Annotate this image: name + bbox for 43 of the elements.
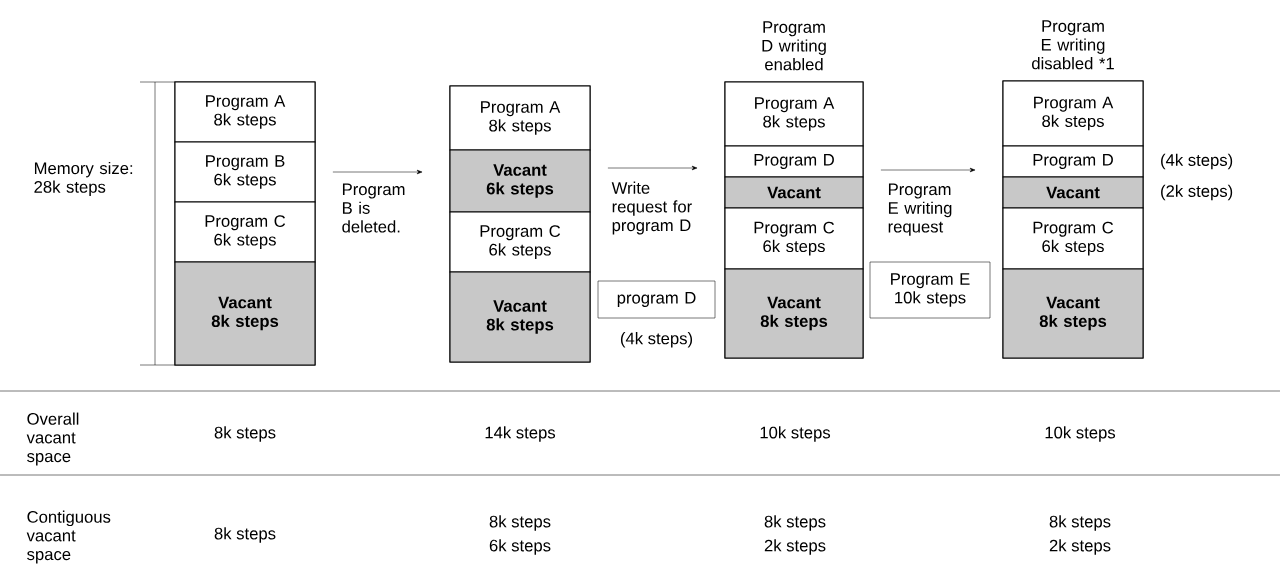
table-value: 8k steps (214, 527, 276, 543)
node-label: Program E writing disabled *1 (1032, 20, 1114, 70)
vacant-segment: Vacant 8k steps (174, 261, 316, 366)
edge-label: Write request for program D (611, 181, 692, 235)
edge-label: Program E writing request (888, 183, 952, 236)
program-segment: Program C 6k steps (449, 211, 591, 273)
table-value: 8k steps (764, 515, 826, 531)
vacant-segment: Vacant (724, 176, 864, 209)
request-box: program D (4k steps) (597, 280, 716, 348)
table-value: 8k steps (214, 426, 276, 442)
table-value: 8k steps (489, 515, 551, 531)
vacant-segment: Vacant 8k steps (1002, 268, 1144, 359)
table-value: 8k steps (1049, 515, 1111, 531)
program-segment: Program C 6k steps (1002, 207, 1144, 270)
edge-label: Program B is deleted. (342, 183, 405, 233)
table-value: 6k steps (489, 539, 551, 555)
table-value: 2k steps (1049, 539, 1111, 555)
node-label: (4k steps) (1161, 153, 1233, 170)
table-value: 2k steps (764, 539, 826, 555)
row-heading: Overall vacant space (26, 412, 79, 466)
vacant-segment: Vacant 8k steps (449, 271, 591, 363)
node-label: (2k steps) (1161, 184, 1233, 201)
arrow (332, 169, 423, 175)
node-label: (4k steps) (620, 332, 693, 348)
arrow (607, 165, 698, 171)
node-label: Program D writing enabled (762, 21, 826, 71)
request-box: Program E 10k steps (869, 261, 991, 319)
vacant-segment: Vacant 6k steps (449, 149, 591, 213)
program-segment: Program C 6k steps (174, 201, 316, 263)
table-value: 14k steps (485, 426, 556, 442)
table-value: 10k steps (1045, 426, 1116, 442)
program-segment: Program D (724, 145, 864, 178)
program-segment: Program A 8k steps (449, 85, 591, 151)
program-segment: Program D (4k steps) (1002, 145, 1233, 178)
arrow (880, 167, 976, 173)
program-segment: Program B 6k steps (174, 141, 316, 203)
table-value: 10k steps (760, 426, 831, 442)
vacant-segment: Vacant 8k steps (724, 268, 864, 359)
row-heading: Contiguous vacant space (26, 510, 111, 564)
vacant-segment: Vacant (2k steps) (1002, 176, 1233, 209)
memory-size-label: Memory size: 28k steps (34, 161, 133, 197)
program-segment: Program C 6k steps (724, 207, 864, 270)
program-segment: Program A 8k steps (174, 81, 316, 143)
